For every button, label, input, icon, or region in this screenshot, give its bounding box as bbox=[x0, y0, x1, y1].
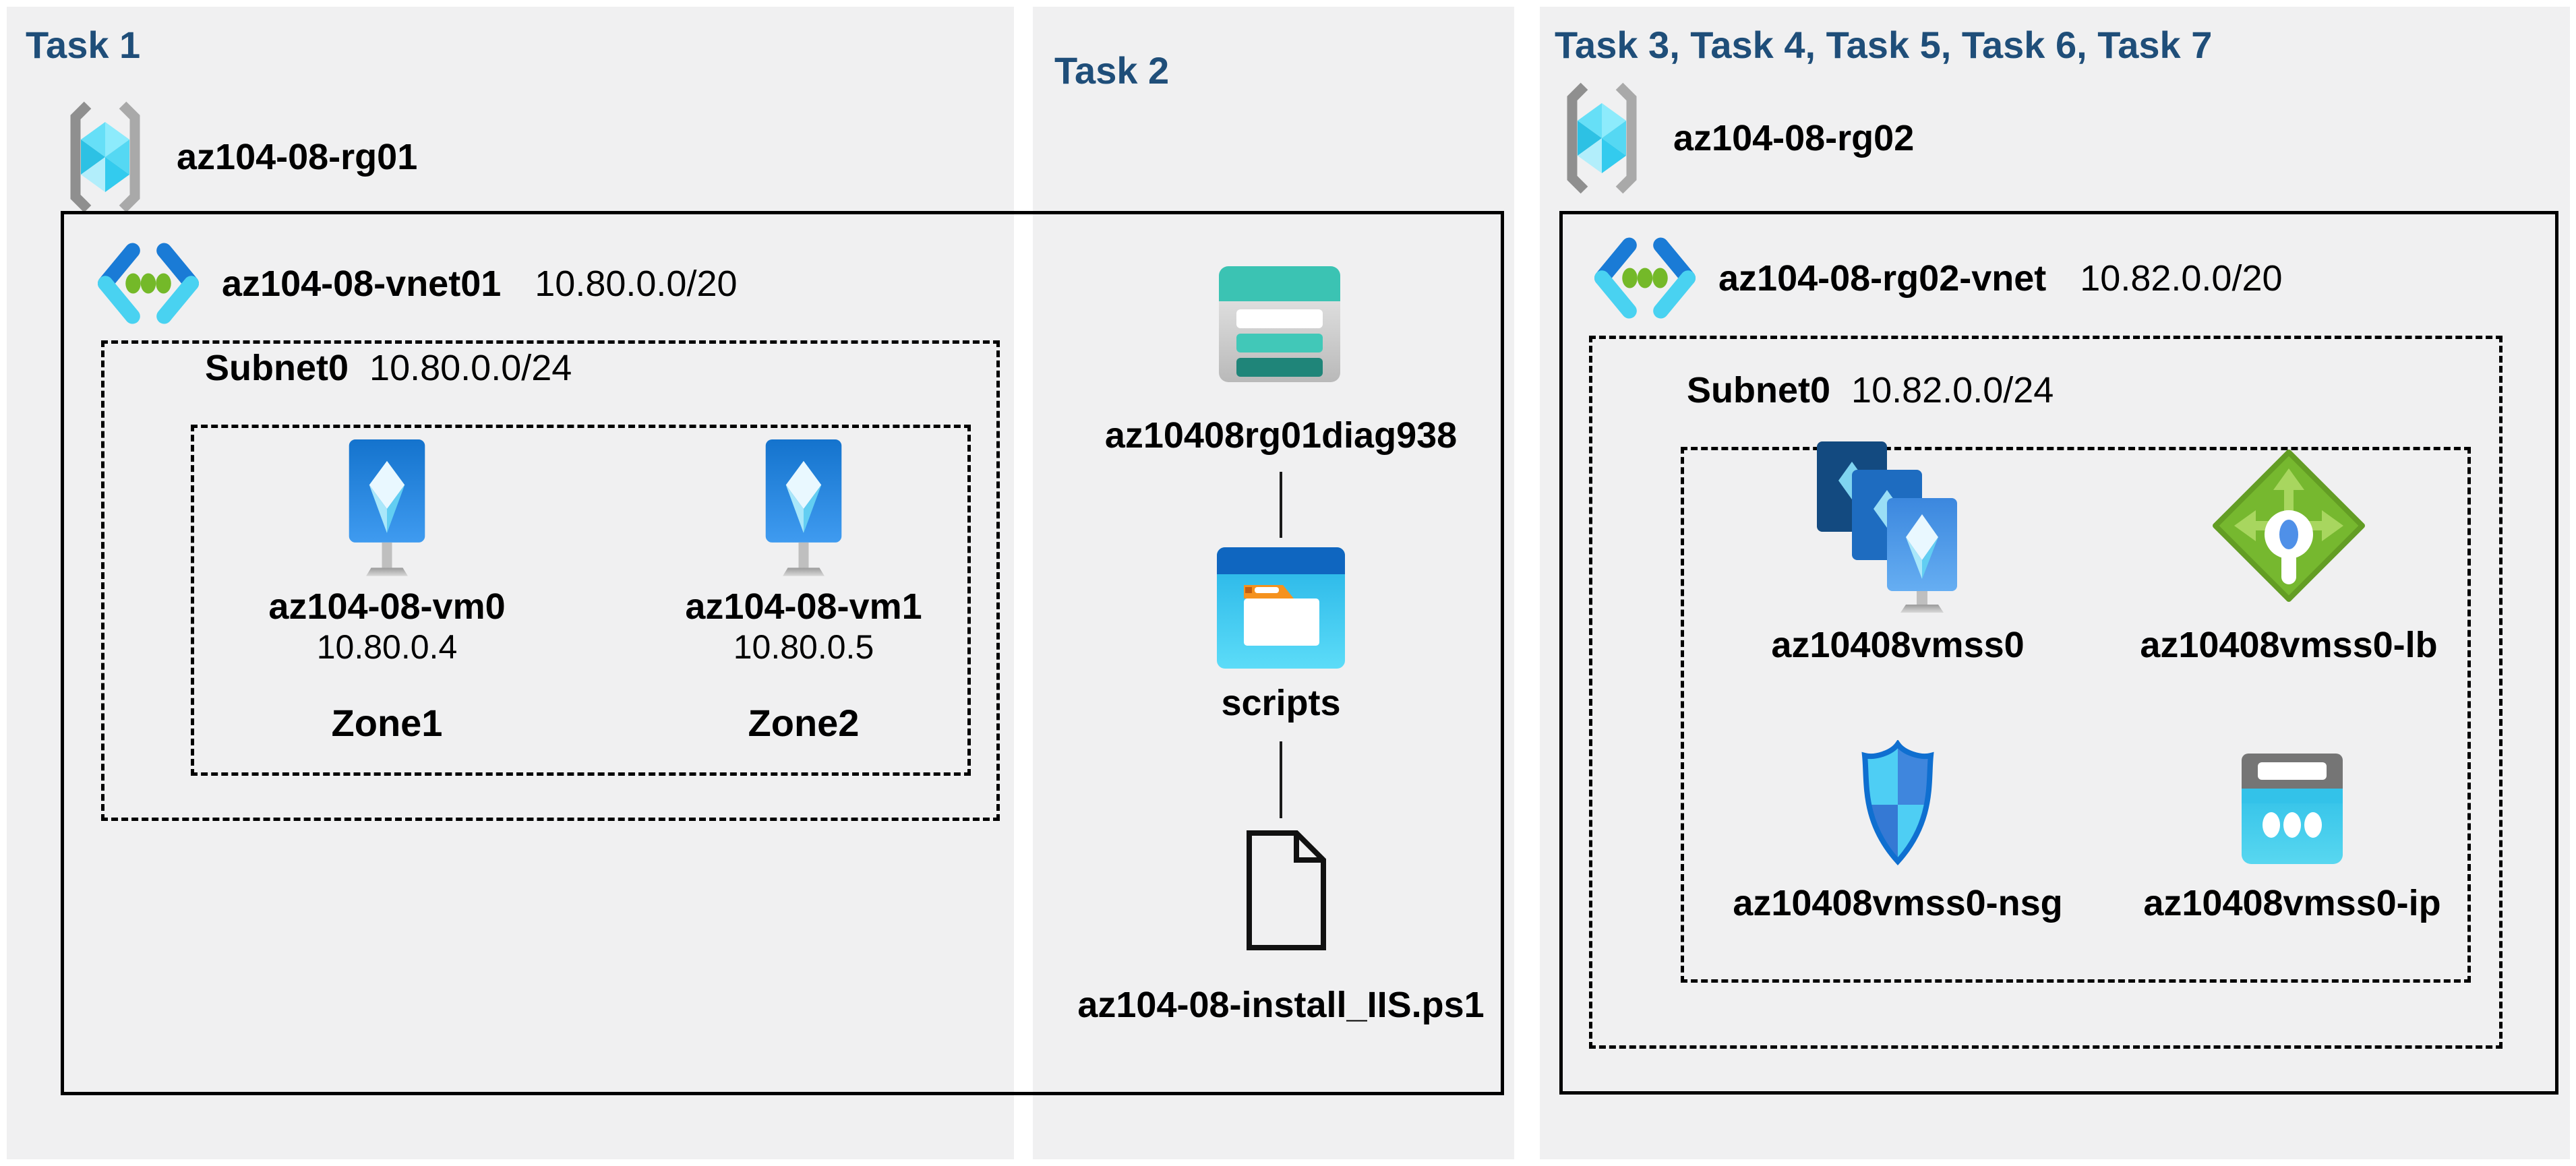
vmss-group-box bbox=[1681, 447, 2471, 983]
subnet0-box-right bbox=[1589, 336, 2503, 1049]
subnet0-label-left: Subnet0 10.80.0.0/24 bbox=[205, 347, 572, 389]
vnet01-header: az104-08-vnet01 10.80.0.0/20 bbox=[98, 237, 738, 330]
scripts-folder-name: scripts bbox=[1221, 683, 1341, 723]
connector-line bbox=[1280, 741, 1282, 818]
vm-zone: Zone2 bbox=[748, 702, 860, 744]
storage-account-name: az10408rg01diag938 bbox=[1104, 415, 1458, 456]
vm-ip: 10.80.0.5 bbox=[733, 628, 874, 666]
vmss-node: az10408vmss0 bbox=[1729, 441, 2066, 665]
vm-name: az104-08-vm1 bbox=[685, 586, 922, 627]
task2-heading: Task 2 bbox=[1054, 49, 1170, 92]
load-balancer-node: az10408vmss0-lb bbox=[2120, 441, 2457, 665]
subnet0-box-left bbox=[101, 340, 1000, 821]
rg02-vnet-boundary-box bbox=[1559, 211, 2558, 1095]
public-ip-icon bbox=[2242, 754, 2343, 864]
subnet-name: Subnet0 bbox=[1687, 370, 1831, 410]
vm-name: az104-08-vm0 bbox=[268, 586, 506, 627]
nsg-name: az10408vmss0-nsg bbox=[1733, 883, 2063, 923]
icon-slot bbox=[1816, 441, 1980, 618]
install-iis-script-name: az104-08-install_IIS.ps1 bbox=[1077, 985, 1485, 1025]
virtual-machine-icon bbox=[765, 439, 842, 576]
vnet-cidr: 10.80.0.0/20 bbox=[535, 264, 738, 304]
vmss-name: az10408vmss0 bbox=[1771, 625, 2025, 665]
load-balancer-name: az10408vmss0-lb bbox=[2140, 625, 2438, 665]
icon-slot bbox=[2211, 441, 2366, 618]
rg02-vnet-header: az104-08-rg02-vnet 10.82.0.0/20 bbox=[1594, 232, 2283, 325]
resource-group-name: az104-08-rg02 bbox=[1673, 118, 1915, 158]
task1-column-background bbox=[7, 7, 1014, 1159]
vm-scale-set-icon bbox=[1817, 441, 1957, 613]
load-balancer-icon bbox=[2213, 450, 2365, 602]
connector-line bbox=[1280, 472, 1282, 538]
resource-group-rg01: az104-08-rg01 bbox=[59, 100, 417, 214]
vm-group-box bbox=[191, 425, 971, 776]
icon-slot bbox=[2236, 740, 2348, 872]
subnet-cidr: 10.82.0.0/24 bbox=[1851, 370, 2054, 410]
virtual-network-icon bbox=[1594, 237, 1696, 319]
folder-icon bbox=[1217, 547, 1345, 669]
nsg-node: az10408vmss0-nsg bbox=[1729, 740, 2066, 923]
vm1-node: az104-08-vm1 10.80.0.5 Zone2 bbox=[662, 439, 945, 745]
virtual-machine-icon bbox=[349, 439, 425, 576]
resource-group-rg02: az104-08-rg02 bbox=[1556, 81, 1914, 195]
file-icon bbox=[1247, 830, 1326, 950]
task1-heading: Task 1 bbox=[26, 24, 141, 66]
vnet01-boundary-box bbox=[61, 211, 1504, 1095]
resource-group-name: az104-08-rg01 bbox=[177, 137, 418, 177]
storage-account-icon bbox=[1219, 266, 1340, 382]
subnet-name: Subnet0 bbox=[205, 348, 349, 388]
public-ip-name: az10408vmss0-ip bbox=[2143, 883, 2441, 923]
resource-group-icon bbox=[70, 101, 140, 213]
vm-zone: Zone1 bbox=[331, 702, 443, 744]
vnet-cidr: 10.82.0.0/20 bbox=[2080, 258, 2283, 299]
resource-group-icon bbox=[1567, 82, 1637, 194]
network-security-group-icon bbox=[1861, 740, 1934, 865]
virtual-network-icon bbox=[98, 243, 199, 324]
icon-slot bbox=[1853, 740, 1942, 872]
public-ip-node: az10408vmss0-ip bbox=[2124, 740, 2461, 923]
vm-ip: 10.80.0.4 bbox=[316, 628, 458, 666]
vm0-node: az104-08-vm0 10.80.0.4 Zone1 bbox=[245, 439, 529, 745]
subnet-cidr: 10.80.0.0/24 bbox=[369, 348, 572, 388]
task3-7-heading: Task 3, Task 4, Task 5, Task 6, Task 7 bbox=[1555, 24, 2213, 66]
subnet0-label-right: Subnet0 10.82.0.0/24 bbox=[1687, 369, 2054, 411]
vnet-name: az104-08-rg02-vnet bbox=[1718, 258, 2047, 299]
vnet-name: az104-08-vnet01 bbox=[222, 264, 502, 304]
task3-column-background bbox=[1540, 7, 2570, 1159]
